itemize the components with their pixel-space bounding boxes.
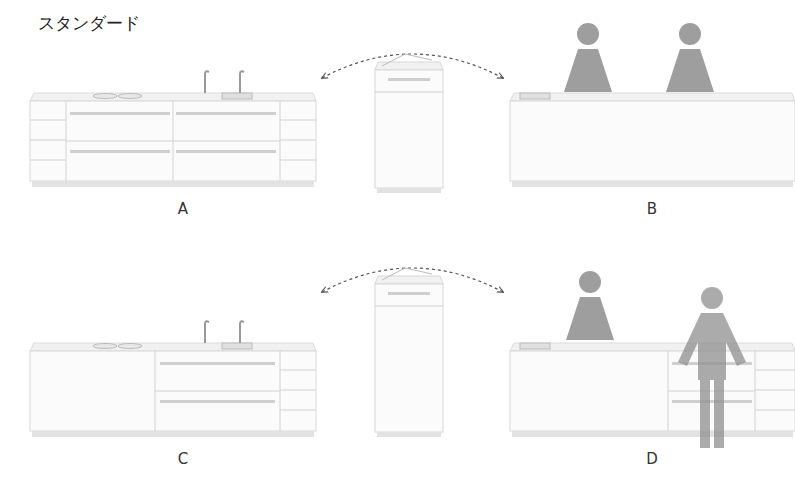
unit-label: C <box>178 450 188 468</box>
unit-label: A <box>178 200 188 218</box>
person-figure <box>564 23 714 92</box>
island-module <box>375 268 443 437</box>
heading: スタンダード <box>38 12 140 35</box>
stove-and-sink <box>93 71 252 99</box>
plinth <box>32 181 314 187</box>
person-figure <box>678 287 746 448</box>
kitchen-unit-a <box>30 71 316 187</box>
kitchen-unit-d <box>510 271 795 448</box>
kitchen-unit-c <box>30 321 316 437</box>
drawer-lines <box>30 101 316 181</box>
cabinet-body <box>30 101 316 181</box>
unit-label: B <box>647 200 657 218</box>
drawer-handles <box>70 112 276 153</box>
unit-label: D <box>646 450 658 468</box>
kitchen-unit-b <box>510 23 795 187</box>
island-module <box>375 54 443 193</box>
countertop <box>30 93 316 101</box>
